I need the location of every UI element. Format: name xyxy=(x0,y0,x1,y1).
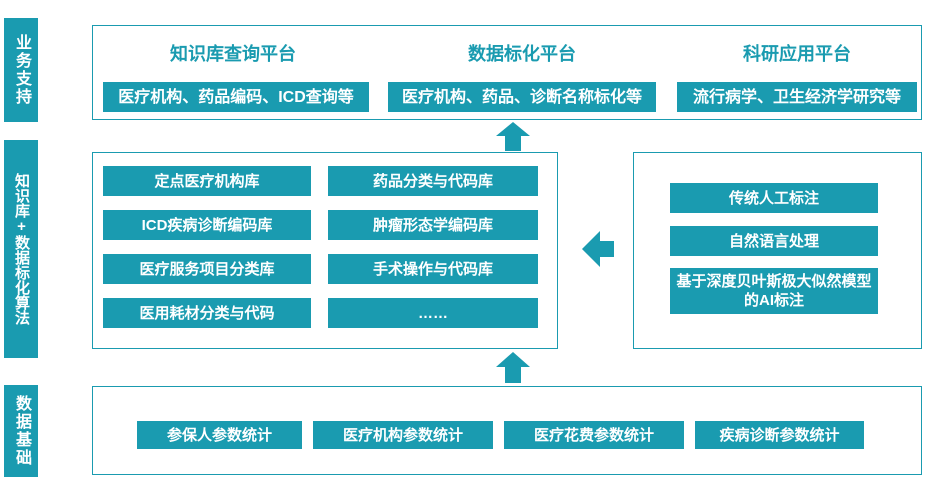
statistics-item: 参保人参数统计 xyxy=(137,421,302,449)
sidebar-label-knowledge-algorithms: 知识库+数据标化算法 xyxy=(4,140,38,358)
platform-desc-research-application: 流行病学、卫生经济学研究等 xyxy=(677,82,917,112)
platform-title-data-standardization: 数据标化平台 xyxy=(468,44,576,64)
knowledge-base-item: 医疗服务项目分类库 xyxy=(103,254,311,284)
platform-title-knowledge-query: 知识库查询平台 xyxy=(170,44,296,64)
arrow-up-icon xyxy=(496,352,530,383)
statistics-item: 医疗机构参数统计 xyxy=(313,421,493,449)
sidebar-label-data-foundation: 数据基础 xyxy=(4,385,38,477)
algorithm-item: 基于深度贝叶斯极大似然模型的AI标注 xyxy=(670,268,878,314)
knowledge-base-item: 定点医疗机构库 xyxy=(103,166,311,196)
platform-desc-data-standardization: 医疗机构、药品、诊断名称标化等 xyxy=(388,82,656,112)
knowledge-base-item: 手术操作与代码库 xyxy=(328,254,538,284)
statistics-item: 疾病诊断参数统计 xyxy=(695,421,864,449)
arrow-left-icon xyxy=(582,231,614,267)
algorithm-item: 自然语言处理 xyxy=(670,226,878,256)
knowledge-base-item: 医用耗材分类与代码 xyxy=(103,298,311,328)
knowledge-base-item: …… xyxy=(328,298,538,328)
platform-title-research-application: 科研应用平台 xyxy=(743,44,851,64)
arrow-up-icon xyxy=(496,122,530,151)
knowledge-base-item: ICD疾病诊断编码库 xyxy=(103,210,311,240)
platform-desc-knowledge-query: 医疗机构、药品编码、ICD查询等 xyxy=(103,82,369,112)
sidebar-label-business-support: 业务支持 xyxy=(4,18,38,122)
algorithm-item: 传统人工标注 xyxy=(670,183,878,213)
statistics-item: 医疗花费参数统计 xyxy=(504,421,684,449)
knowledge-base-item: 肿瘤形态学编码库 xyxy=(328,210,538,240)
knowledge-base-item: 药品分类与代码库 xyxy=(328,166,538,196)
